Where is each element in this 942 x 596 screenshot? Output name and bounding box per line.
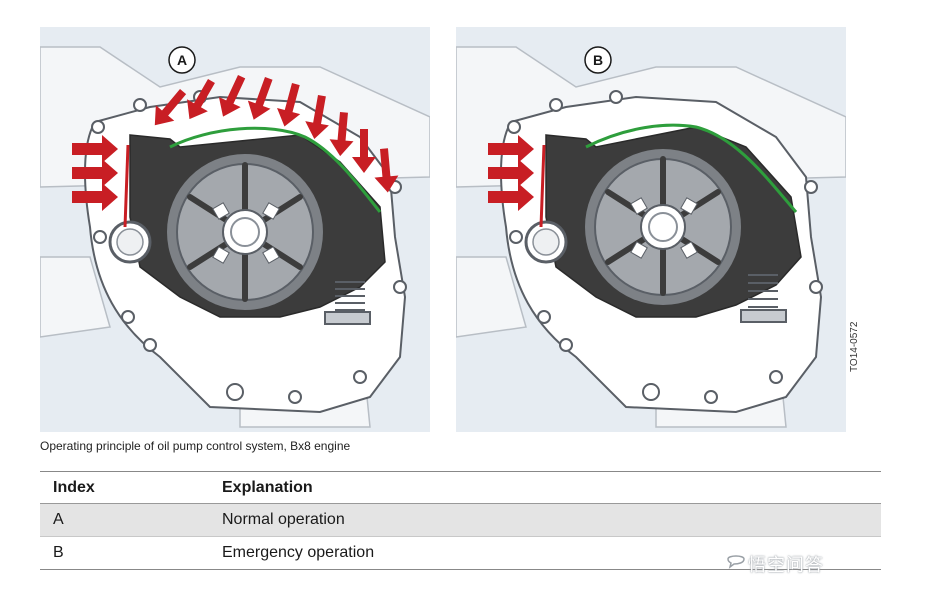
row-index: B	[53, 544, 64, 561]
panel-b-label: B	[593, 52, 603, 68]
table-row: B Emergency operation	[40, 536, 881, 569]
table-header-row: Index Explanation	[40, 472, 881, 504]
pressure-arrows-top	[154, 75, 399, 193]
row-index: A	[53, 511, 64, 528]
pressure-arrows-side	[488, 135, 534, 211]
header-index: Index	[53, 478, 95, 496]
diagram-panel-a: A	[40, 27, 430, 432]
oil-pump-diagram-emergency: B	[456, 46, 846, 428]
seal-line	[169, 126, 382, 213]
row-explanation: Emergency operation	[222, 544, 375, 561]
chat-bubble-icon	[727, 555, 745, 569]
oil-pump-diagram-normal: A	[40, 46, 430, 428]
pressure-arrows-side	[72, 135, 118, 211]
seal-line	[585, 123, 798, 213]
row-explanation: Normal operation	[222, 511, 345, 528]
table-row: A Normal operation	[40, 504, 881, 536]
figure-caption: Operating principle of oil pump control …	[40, 439, 351, 453]
watermark: 悟空问答	[748, 555, 824, 575]
document-code: TO14-0572	[849, 321, 860, 372]
panel-a-label: A	[177, 52, 187, 68]
control-spring	[740, 274, 787, 323]
control-spring	[324, 281, 371, 325]
diagram-panel-b: B	[456, 27, 846, 432]
header-explanation: Explanation	[222, 478, 313, 496]
index-table: Index Explanation A Normal operation B E…	[40, 471, 881, 570]
bolt-holes	[507, 90, 823, 404]
bolt-holes	[91, 90, 407, 404]
